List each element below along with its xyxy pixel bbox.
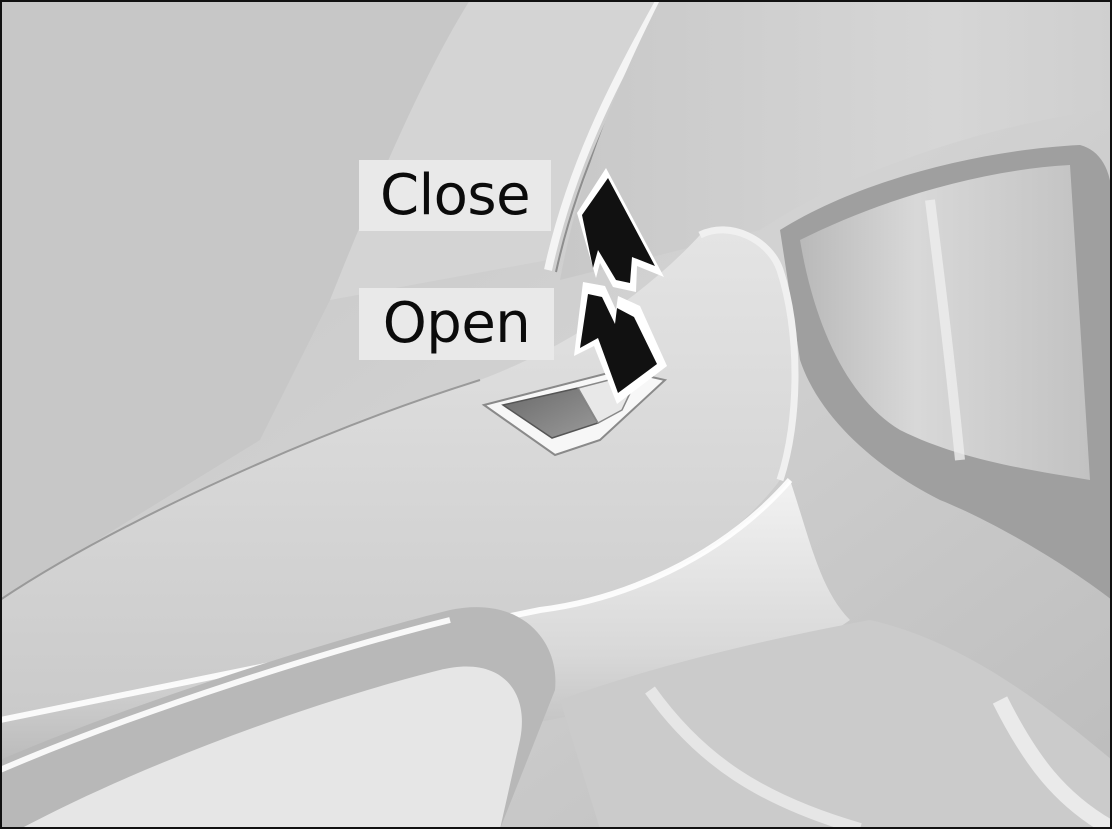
close-label: Close (359, 160, 551, 231)
open-label: Open (359, 288, 554, 360)
arrow-down-icon (574, 282, 667, 404)
arrow-up-icon (577, 168, 664, 292)
